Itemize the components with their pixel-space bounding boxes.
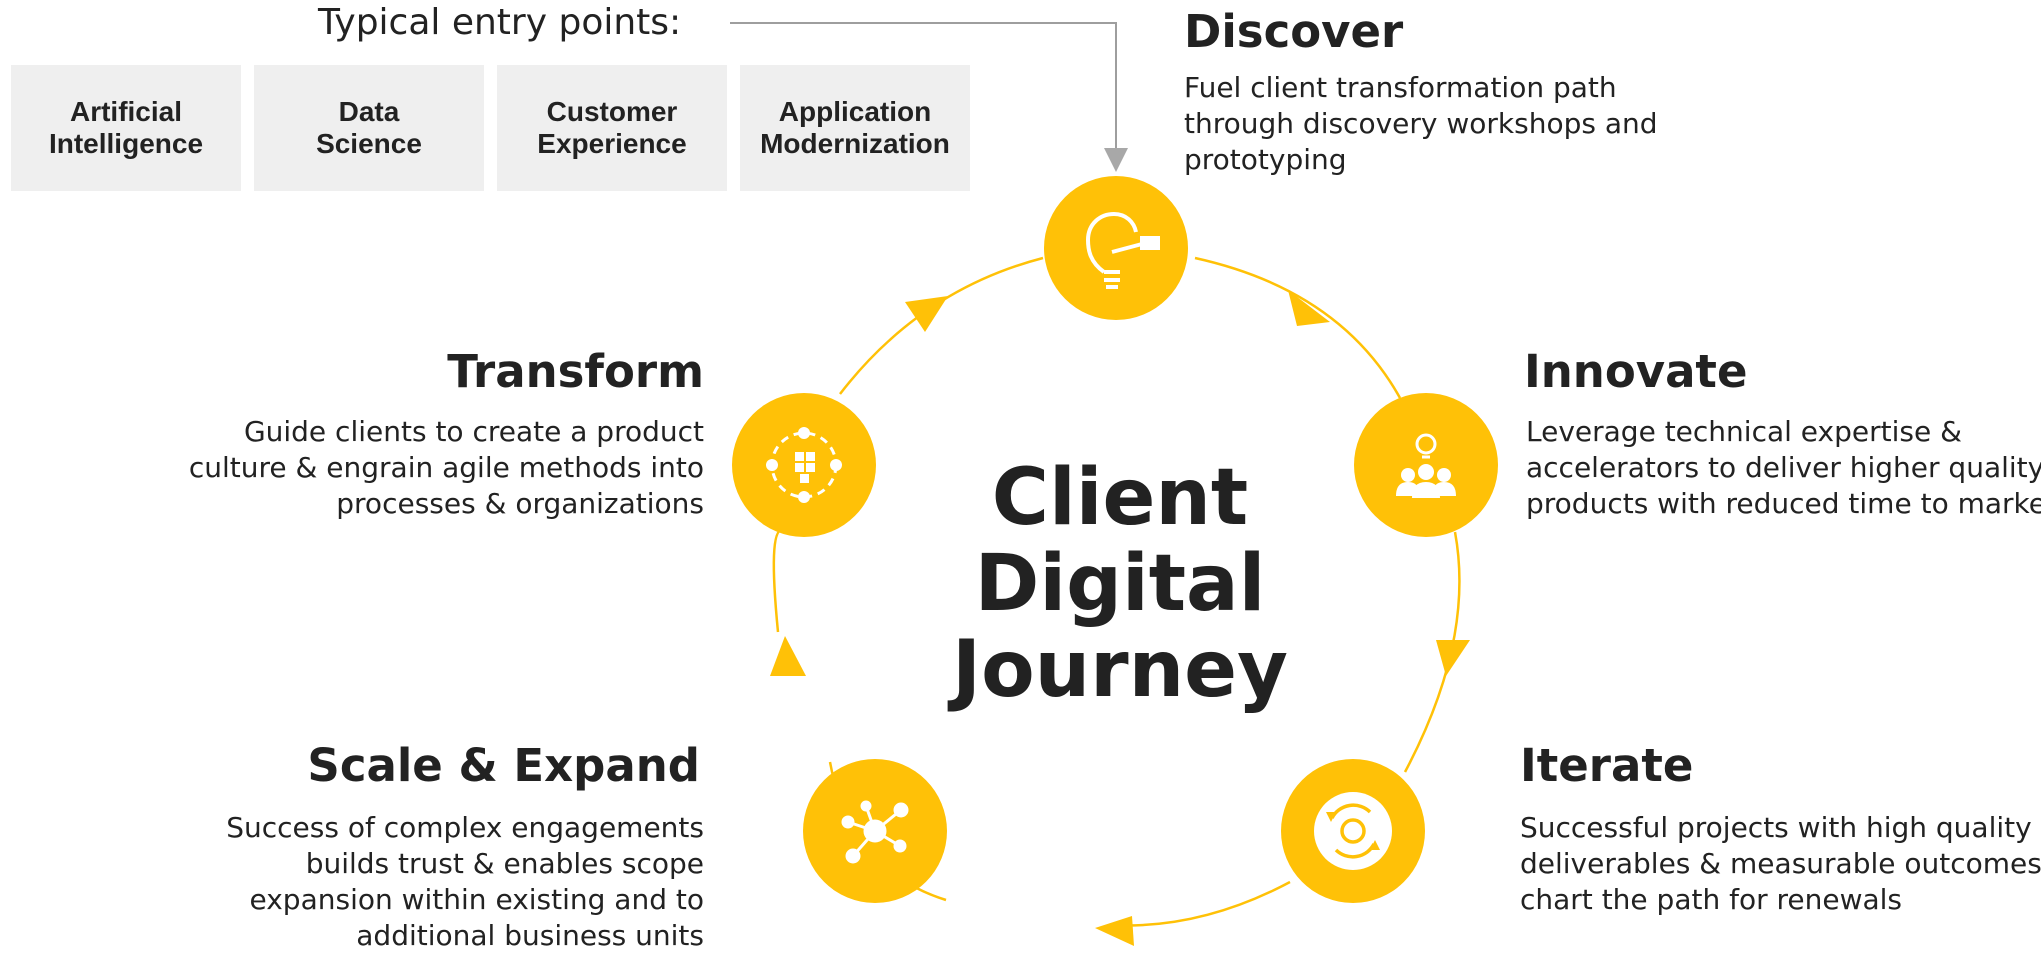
center-title-line: Digital — [974, 539, 1266, 629]
scale-expand-description-line: additional business units — [356, 919, 704, 952]
entry-points-title: Typical entry points: — [318, 2, 682, 43]
entry-box-artificial-intelligence: Artificial Intelligence — [11, 65, 241, 191]
scale-expand-description-line: builds trust & enables scope — [305, 847, 704, 880]
entry-box-customer-experience: Customer Experience — [497, 65, 727, 191]
scale-expand-description: Success of complex engagements builds tr… — [150, 810, 704, 954]
transform-description-line: culture & engrain agile methods into — [188, 451, 704, 484]
discover-description: Fuel client transformation path through … — [1184, 70, 1658, 178]
transformation-cubes-icon — [766, 427, 842, 503]
discover-node — [1044, 176, 1188, 320]
entry-box-line: Data — [338, 96, 400, 127]
cycle-refresh-icon — [1314, 792, 1392, 870]
journey-arrowheads — [770, 290, 1470, 946]
center-title-line: Journey — [952, 625, 1288, 715]
entry-connector-arrowhead — [1104, 148, 1128, 172]
entry-box-line: Customer — [546, 96, 678, 127]
arrow-discover-to-innovate — [1288, 290, 1330, 326]
lightbulb-tag-icon — [1085, 211, 1143, 289]
entry-box-line: Experience — [537, 128, 687, 159]
iterate-description: Successful projects with high quality de… — [1520, 810, 2041, 918]
network-hub-icon — [841, 800, 909, 864]
entry-box-application-modernization: Application Modernization — [740, 65, 970, 191]
innovate-description-line: products with reduced time to market — [1526, 487, 2041, 520]
entry-box-line: Application — [778, 96, 932, 127]
scale-expand-title: Scale & Expand — [307, 739, 700, 792]
innovate-node — [1354, 393, 1498, 537]
scale-node — [803, 759, 947, 903]
innovate-description: Leverage technical expertise & accelerat… — [1526, 414, 2041, 522]
center-title-line: Client — [991, 453, 1249, 543]
arrow-iterate-to-scale — [1095, 916, 1134, 946]
arrow-transform-to-discover — [905, 296, 948, 332]
discover-title: Discover — [1184, 5, 1404, 58]
center-title: Client Digital Journey — [940, 455, 1300, 713]
entry-box-line: Intelligence — [48, 128, 204, 159]
entry-box-line: Modernization — [760, 128, 950, 159]
discover-description-line: through discovery workshops and — [1184, 107, 1658, 140]
innovate-title: Innovate — [1524, 345, 1748, 398]
arrow-innovate-to-iterate — [1436, 640, 1470, 676]
transform-title: Transform — [447, 345, 704, 398]
scale-expand-description-line: Success of complex engagements — [226, 811, 704, 844]
transform-description-line: Guide clients to create a product — [243, 415, 704, 448]
iterate-title: Iterate — [1520, 739, 1694, 792]
team-idea-icon — [1396, 433, 1456, 498]
entry-box-line: Science — [316, 128, 422, 159]
entry-box-data-science: Data Science — [254, 65, 484, 191]
discover-description-line: Fuel client transformation path — [1184, 71, 1617, 104]
entry-box-line: Artificial — [69, 96, 182, 127]
transform-node — [732, 393, 876, 537]
entry-connector — [730, 22, 1128, 172]
transform-description: Guide clients to create a product cultur… — [150, 414, 704, 522]
innovate-description-line: accelerators to deliver higher quality — [1526, 451, 2041, 484]
iterate-description-line: deliverables & measurable outcomes — [1520, 847, 2041, 880]
discover-description-line: prototyping — [1184, 143, 1347, 176]
iterate-description-line: Successful projects with high quality — [1520, 811, 2032, 844]
innovate-description-line: Leverage technical expertise & — [1526, 415, 1962, 448]
arrow-scale-to-transform — [770, 636, 806, 676]
scale-expand-description-line: expansion within existing and to — [249, 883, 705, 916]
iterate-description-line: chart the path for renewals — [1520, 883, 1903, 916]
iterate-node — [1281, 759, 1425, 903]
transform-description-line: processes & organizations — [336, 487, 704, 520]
